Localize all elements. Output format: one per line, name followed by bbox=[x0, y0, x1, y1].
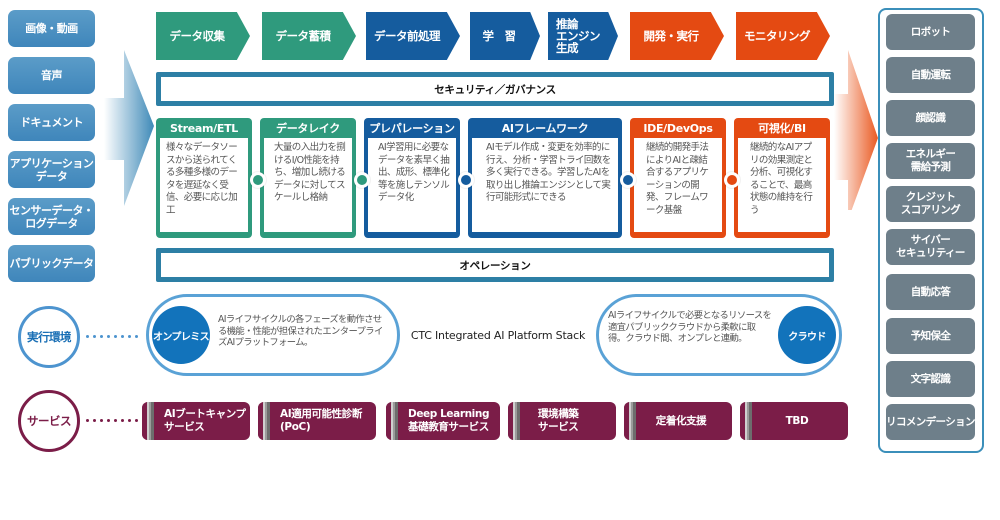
component-title: 可視化/BI bbox=[758, 122, 806, 135]
input-flow-arrow-icon bbox=[104, 50, 154, 206]
connector-dot-icon bbox=[458, 172, 474, 188]
folder-tab-icon bbox=[624, 402, 642, 440]
security-governance-label: セキュリティ／ガバナンス bbox=[434, 83, 556, 96]
component-description: AIモデル作成・変更を効率的に行え、分析・学習トライ回数を多く実行できる。学習し… bbox=[472, 138, 618, 232]
usecase-robot[interactable]: ロボット bbox=[886, 14, 975, 50]
phase-dev-execution[interactable]: 開発・実行 bbox=[630, 12, 724, 60]
folder-tab-icon bbox=[508, 402, 526, 440]
phase-data-storage[interactable]: データ蓄積 bbox=[262, 12, 356, 60]
connector-dot-icon bbox=[354, 172, 370, 188]
component-description: 継続的開発手法によりAIと疎結合するアプリケーションの開発、フレームワーク基盤 bbox=[634, 138, 722, 232]
cloud-description: AIライフサイクルで必要となるリソースを適宜パブリッククラウドから柔軟に取得。ク… bbox=[608, 310, 772, 344]
usecase-cyber-security[interactable]: サイバー セキュリティー bbox=[886, 229, 975, 265]
folder-tab-icon bbox=[258, 402, 276, 440]
component-ai-framework[interactable]: AIフレームワーク AIモデル作成・変更を効率的に行え、分析・学習トライ回数を多… bbox=[468, 118, 622, 238]
operation-label: オペレーション bbox=[459, 259, 531, 272]
component-stream-etl[interactable]: Stream/ETL 様々なデータソースから送られてくる多種多様のデータを遅延な… bbox=[156, 118, 252, 238]
component-ide-devops[interactable]: IDE/DevOps 継続的開発手法によりAIと疎結合するアプリケーションの開発… bbox=[630, 118, 726, 238]
phase-data-collection[interactable]: データ収集 bbox=[156, 12, 250, 60]
component-preparation[interactable]: プレパレーション AI学習用に必要なデータを素早く抽出、成形、標準化等を施しテン… bbox=[364, 118, 460, 238]
phase-inference-engine[interactable]: 推論 エンジン 生成 bbox=[548, 12, 618, 60]
folder-tab-icon bbox=[740, 402, 758, 440]
component-description: 継続的なAIアプリの効果測定と分析、可視化することで、最高状態の維持を行う bbox=[738, 138, 826, 232]
component-data-lake[interactable]: データレイク 大量の入出力を捌けるI/O性能を持ち、増加し続けるデータに対してス… bbox=[260, 118, 356, 238]
service-environment-build[interactable]: 環境構築 サービス bbox=[508, 402, 616, 440]
folder-tab-icon bbox=[142, 402, 160, 440]
service-deep-learning-education[interactable]: Deep Learning 基礎教育サービス bbox=[386, 402, 500, 440]
usecase-predictive-maintenance[interactable]: 予知保全 bbox=[886, 318, 975, 354]
connector-dot-icon bbox=[250, 172, 266, 188]
input-audio[interactable]: 音声 bbox=[8, 57, 95, 94]
onprem-description: AIライフサイクルの各フェーズを動作させる機能・性能が担保されたエンタープライズ… bbox=[218, 314, 383, 348]
phase-data-preprocessing[interactable]: データ前処理 bbox=[366, 12, 460, 60]
service-tbd[interactable]: TBD bbox=[740, 402, 848, 440]
operation-bar: オペレーション bbox=[156, 248, 834, 282]
component-title: AIフレームワーク bbox=[501, 122, 589, 135]
folder-tab-icon bbox=[386, 402, 404, 440]
service-adoption-support[interactable]: 定着化支援 bbox=[624, 402, 732, 440]
security-governance-bar: セキュリティ／ガバナンス bbox=[156, 72, 834, 106]
component-description: 様々なデータソースから送られてくる多種多様のデータを遅延なく受信、必要に応じ加工 bbox=[160, 138, 248, 232]
input-public-data[interactable]: パブリックデータ bbox=[8, 245, 95, 282]
component-title: Stream/ETL bbox=[170, 122, 238, 135]
cloud-badge[interactable]: クラウド bbox=[778, 306, 836, 364]
service-ai-bootcamp[interactable]: AIブートキャンプ サービス bbox=[142, 402, 250, 440]
component-visualization-bi[interactable]: 可視化/BI 継続的なAIアプリの効果測定と分析、可視化することで、最高状態の維… bbox=[734, 118, 830, 238]
input-image-video[interactable]: 画像・動画 bbox=[8, 10, 95, 47]
phase-monitoring[interactable]: モニタリング bbox=[736, 12, 830, 60]
component-description: AI学習用に必要なデータを素早く抽出、成形、標準化等を施しテンソルデータ化 bbox=[368, 138, 456, 232]
component-description: 大量の入出力を捌けるI/O性能を持ち、増加し続けるデータに対してスケールし格納 bbox=[264, 138, 352, 232]
usecase-recommendation[interactable]: リコメンデーション bbox=[886, 404, 976, 440]
onprem-badge[interactable]: オンプレミス bbox=[152, 306, 210, 364]
connector-dot-icon bbox=[620, 172, 636, 188]
service-ai-poc[interactable]: AI適用可能性診断 (PoC) bbox=[258, 402, 376, 440]
usecase-face-recognition[interactable]: 顔認識 bbox=[886, 100, 975, 136]
phase-training[interactable]: 学 習 bbox=[470, 12, 540, 60]
input-application-data[interactable]: アプリケーション データ bbox=[8, 151, 95, 188]
usecase-auto-response[interactable]: 自動応答 bbox=[886, 274, 975, 310]
component-title: プレパレーション bbox=[369, 122, 455, 135]
output-flow-arrow-icon bbox=[834, 50, 878, 210]
input-sensor-log-data[interactable]: センサーデータ・ ログデータ bbox=[8, 198, 95, 235]
usecase-character-recognition[interactable]: 文字認識 bbox=[886, 361, 975, 397]
connector-dot-icon bbox=[724, 172, 740, 188]
component-title: データレイク bbox=[276, 122, 340, 135]
execution-environment-badge: 実行環境 bbox=[18, 306, 80, 368]
usecase-autonomous-driving[interactable]: 自動運転 bbox=[886, 57, 975, 93]
services-badge: サービス bbox=[18, 390, 80, 452]
usecase-credit-scoring[interactable]: クレジット スコアリング bbox=[886, 186, 975, 222]
input-document[interactable]: ドキュメント bbox=[8, 104, 95, 141]
platform-stack-title: CTC Integrated AI Platform Stack bbox=[410, 329, 586, 342]
dotted-connector-icon bbox=[86, 335, 142, 339]
dotted-connector-icon bbox=[86, 419, 142, 423]
usecase-energy-forecast[interactable]: エネルギー 需給予測 bbox=[886, 143, 975, 179]
component-title: IDE/DevOps bbox=[643, 122, 713, 135]
